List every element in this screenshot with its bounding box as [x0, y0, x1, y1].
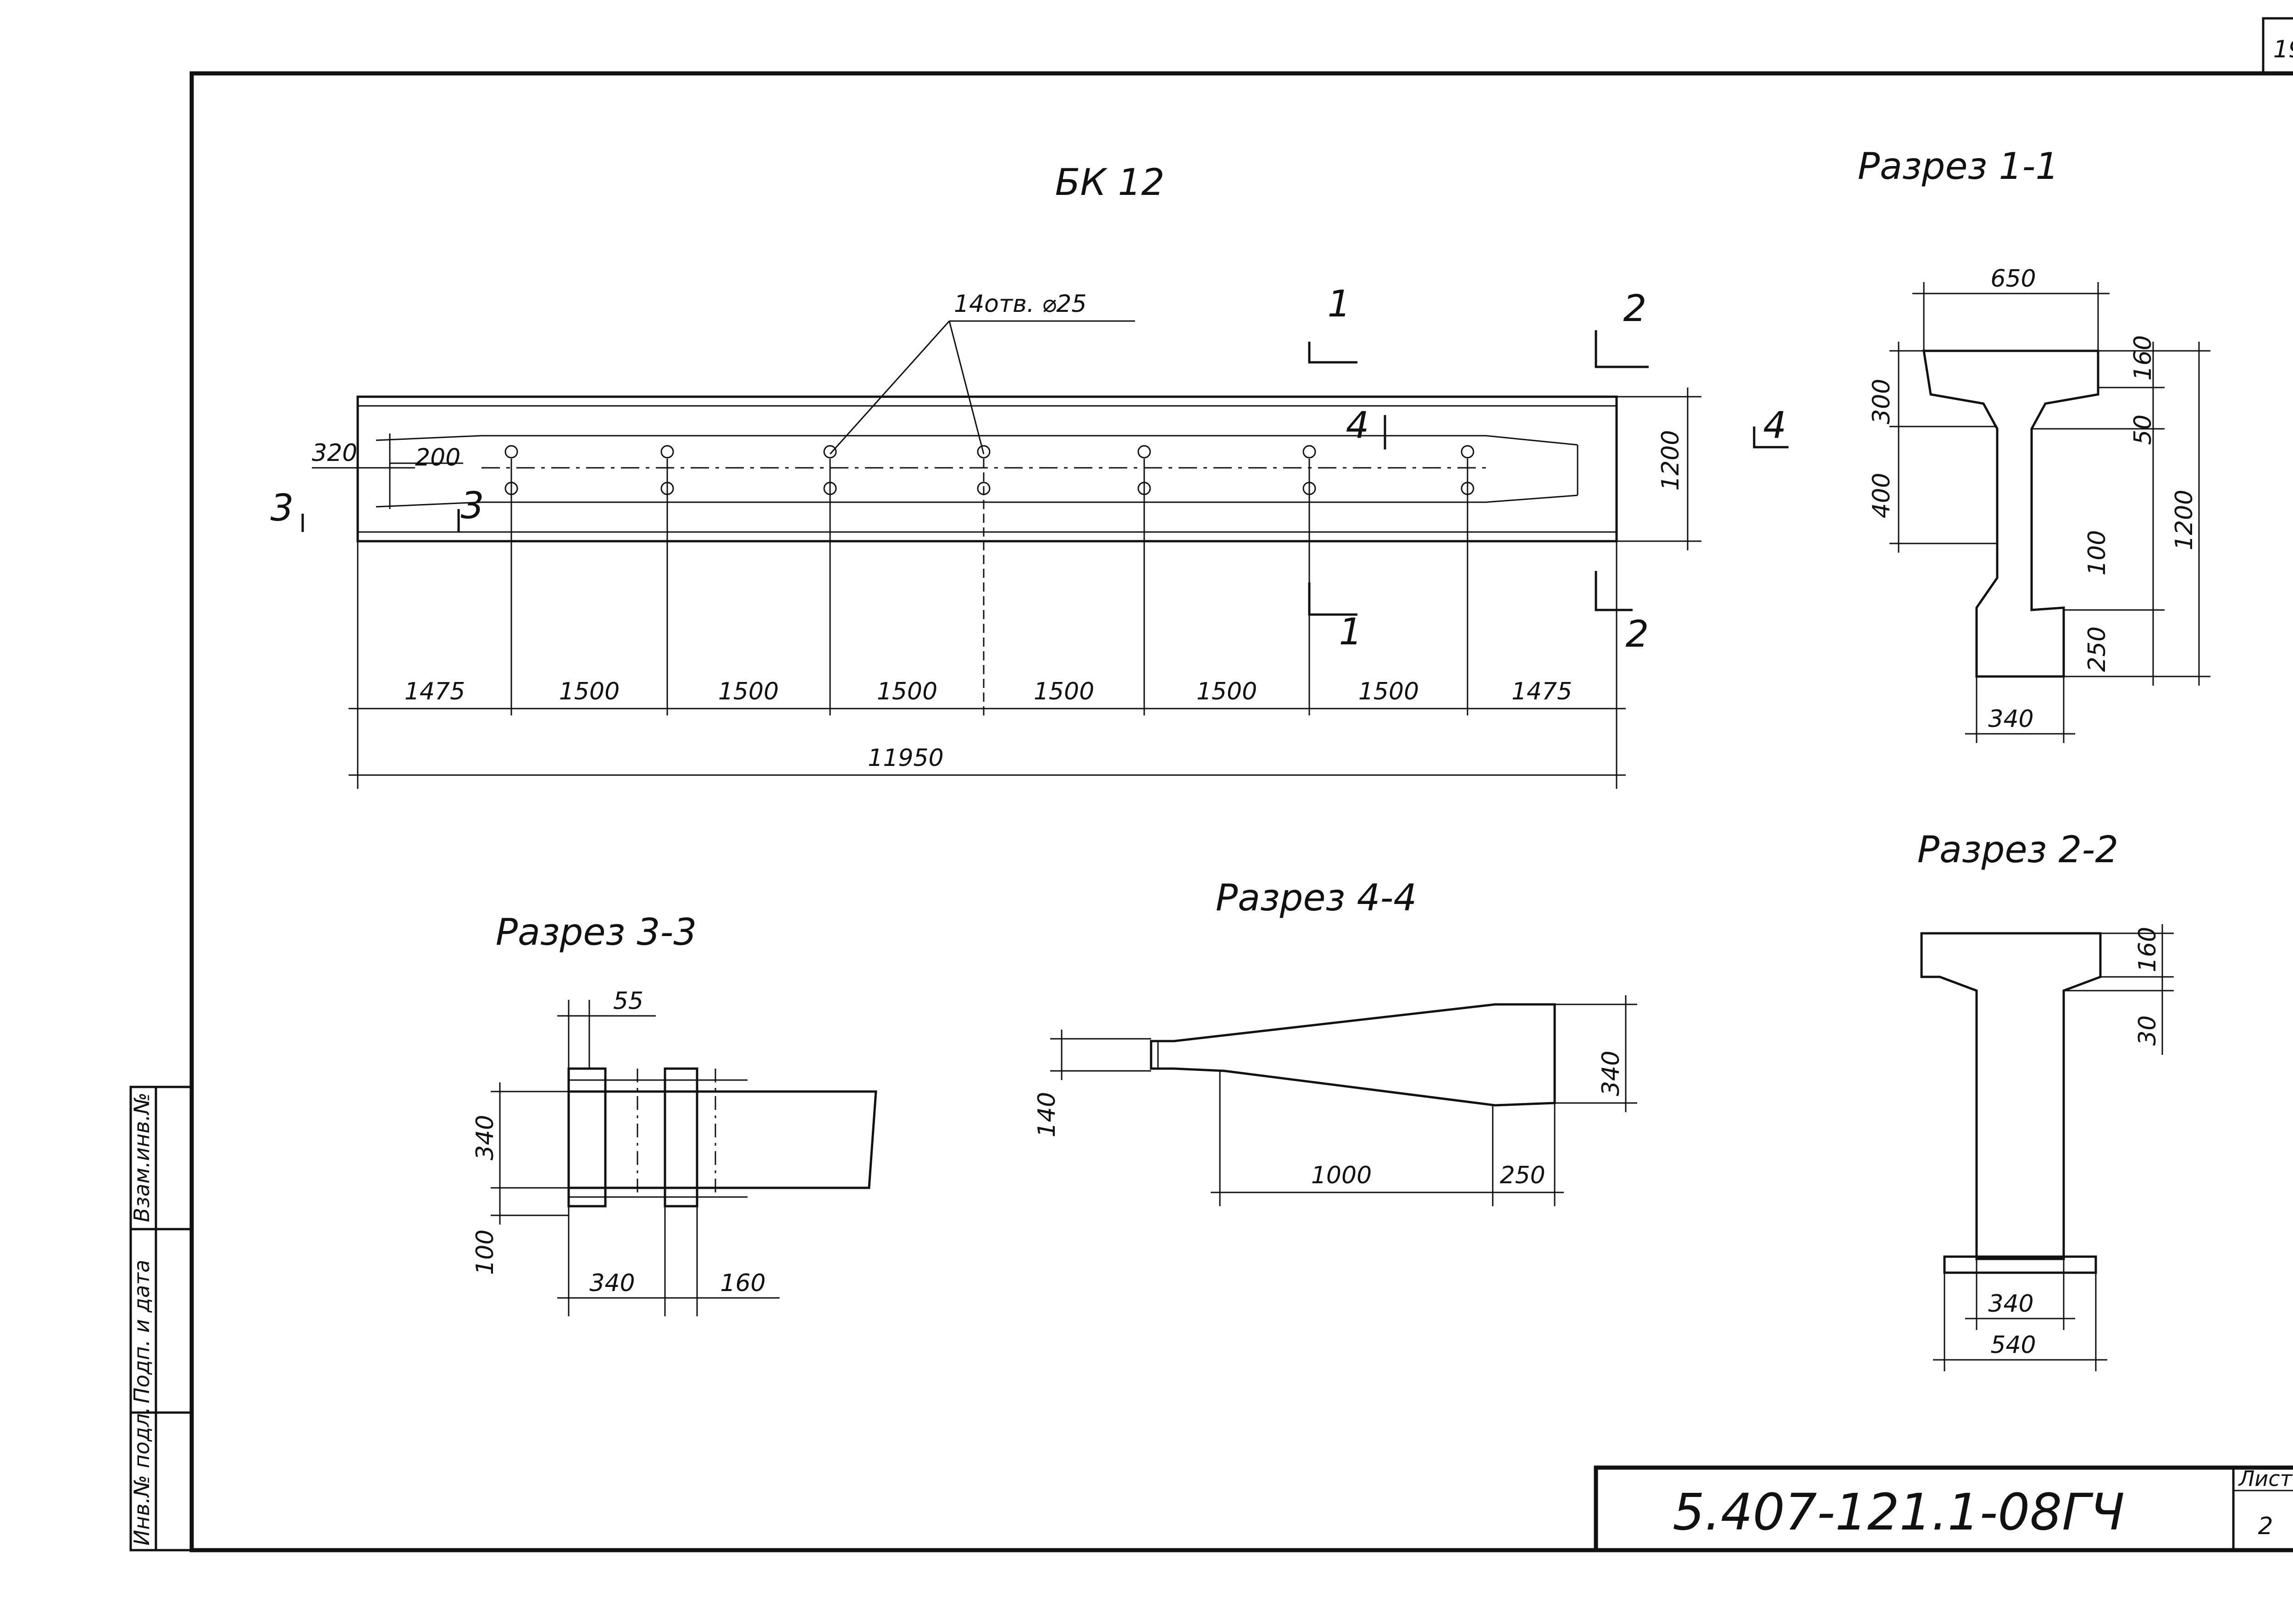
holes [504, 445, 1474, 495]
span-5: 1500 [1034, 678, 1094, 705]
section-1-1: Разрез 1-1 650 300 400 160 50 1200 100 2… [1858, 145, 2210, 743]
s11-bottom-width: 340 [1988, 705, 2033, 733]
s22-dim-160: 160 [2134, 927, 2161, 972]
s11-dim-160: 160 [2129, 335, 2157, 381]
s11-top-width: 650 [1990, 265, 2036, 293]
section-4-4: Разрез 4-4 140 340 1000 250 [1033, 876, 1637, 1206]
s11-dim-250: 250 [2083, 626, 2111, 672]
cut-2-bottom: 2 [1626, 613, 1649, 655]
total-length: 11950 [868, 744, 943, 772]
list-value: 2 [2258, 1513, 2273, 1540]
cut-1-bottom: 1 [1339, 610, 1363, 653]
span-8: 1475 [1512, 678, 1572, 705]
s44-length-1000: 1000 [1311, 1162, 1372, 1189]
page-number-box [2262, 17, 2293, 75]
cut-4-right: 4 [1763, 404, 1787, 447]
s11-dim-100: 100 [2083, 530, 2111, 576]
holes-note: 14отв. ⌀25 [954, 290, 1086, 318]
side-stamp: Взам.инв.№ Подп. и дата Инв.№ подл. [129, 1086, 193, 1552]
left-dim-200: 200 [415, 444, 460, 471]
s11-dim-400: 400 [1868, 473, 1895, 518]
document-code: 5.407-121.1-08ГЧ [1673, 1483, 2125, 1541]
section-2-2-title: Разрез 2-2 [1917, 828, 2118, 871]
cut-2-top: 2 [1623, 287, 1647, 330]
cut-3-left: 3 [271, 487, 294, 529]
cut-1-top: 1 [1328, 283, 1351, 325]
list-label: Лист [2238, 1466, 2293, 1491]
span-1: 1475 [404, 678, 465, 705]
section-3-3-title: Разрез 3-3 [496, 911, 697, 953]
s11-dim-50: 50 [2129, 415, 2157, 445]
s33-dim-55: 55 [613, 987, 643, 1015]
stamp-label-3: Инв.№ подл. [129, 1407, 154, 1546]
page-number: 19 [2273, 36, 2293, 63]
section-4-4-title: Разрез 4-4 [1216, 876, 1417, 919]
span-4: 1500 [877, 678, 937, 705]
left-dim-320: 320 [312, 439, 357, 467]
s22-width-540: 540 [1990, 1331, 2036, 1359]
section-3-3: Разрез 3-3 55 340 100 340 160 [471, 911, 877, 1316]
span-6: 1500 [1196, 678, 1257, 705]
s33-dim-100: 100 [471, 1230, 499, 1275]
beam-outline [356, 395, 1618, 543]
s22-dim-30: 30 [2134, 1015, 2161, 1046]
section-2-2-shape [1920, 932, 2102, 1260]
cut-3-right: 3 [461, 484, 484, 527]
outer-frame [189, 71, 2293, 1552]
section-1-1-title: Разрез 1-1 [1858, 145, 2059, 188]
section-1-1-shape [1922, 349, 2099, 678]
s44-dim-140: 140 [1033, 1092, 1061, 1137]
cut-4-left: 4 [1346, 404, 1369, 447]
beam-elevation: БК 12 14отв. ⌀25 [271, 161, 1789, 789]
beam-title: БК 12 [1055, 161, 1165, 204]
s33-dim-340: 340 [471, 1115, 499, 1160]
span-2: 1500 [559, 678, 620, 705]
section-4-4-shape [1150, 1003, 1556, 1107]
s44-length-250: 250 [1500, 1162, 1545, 1189]
span-7: 1500 [1358, 678, 1419, 705]
s22-width-340: 340 [1988, 1290, 2033, 1318]
title-block: 5.407-121.1-08ГЧ Лист 2 [1594, 1465, 2293, 1552]
section-2-2: Разрез 2-2 160 30 340 540 [1917, 828, 2174, 1371]
s33-width-340: 340 [589, 1269, 635, 1297]
span-3: 1500 [718, 678, 779, 705]
beam-height: 1200 [1657, 430, 1684, 491]
s33-width-160: 160 [720, 1269, 765, 1297]
stamp-label-2: Подп. и дата [129, 1260, 154, 1403]
s11-dim-300: 300 [1868, 379, 1895, 424]
section-3-3-shape [567, 1090, 877, 1189]
stamp-label-1: Взам.инв.№ [129, 1092, 154, 1222]
s44-dim-340: 340 [1597, 1051, 1625, 1096]
s11-dim-1200: 1200 [2171, 490, 2198, 550]
